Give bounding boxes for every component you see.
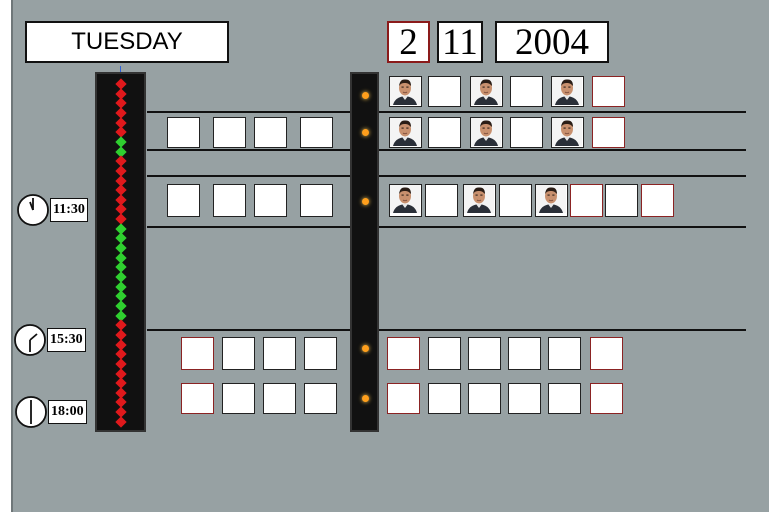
event-indicator xyxy=(362,129,369,136)
time-marker-1800[interactable]: 18:00 xyxy=(14,395,87,429)
schedule-slot[interactable] xyxy=(222,383,255,414)
schedule-slot[interactable] xyxy=(167,184,200,217)
person-photo-slot[interactable] xyxy=(470,76,503,107)
schedule-slot[interactable] xyxy=(468,337,501,370)
event-indicator xyxy=(362,395,369,402)
schedule-slot[interactable] xyxy=(213,117,246,148)
schedule-slot[interactable] xyxy=(263,383,296,414)
schedule-slot[interactable] xyxy=(254,184,287,217)
time-label: 18:00 xyxy=(48,400,87,424)
schedule-slot[interactable] xyxy=(428,337,461,370)
date-month-field[interactable]: 11 xyxy=(437,21,483,63)
row-line xyxy=(147,175,746,177)
time-marker-1530[interactable]: 15:30 xyxy=(13,323,86,357)
schedule-slot-highlighted[interactable] xyxy=(181,383,214,414)
person-photo-slot[interactable] xyxy=(389,117,422,148)
person-photo-slot[interactable] xyxy=(463,184,496,217)
date-year-field[interactable]: 2004 xyxy=(495,21,609,63)
schedule-slot[interactable] xyxy=(428,117,461,148)
schedule-slot[interactable] xyxy=(263,337,296,370)
person-photo-icon xyxy=(390,118,420,146)
clock-icon xyxy=(16,193,50,227)
schedule-slot[interactable] xyxy=(300,117,333,148)
person-photo-icon xyxy=(471,118,501,146)
person-photo-slot[interactable] xyxy=(551,117,584,148)
schedule-slot[interactable] xyxy=(548,383,581,414)
time-label: 11:30 xyxy=(50,198,88,222)
schedule-slot[interactable] xyxy=(254,117,287,148)
schedule-slot-highlighted[interactable] xyxy=(387,337,420,370)
person-photo-icon xyxy=(552,77,582,105)
schedule-slot[interactable] xyxy=(304,383,337,414)
schedule-slot-highlighted[interactable] xyxy=(590,383,623,414)
person-photo-slot[interactable] xyxy=(389,76,422,107)
schedule-slot[interactable] xyxy=(222,337,255,370)
person-photo-slot[interactable] xyxy=(470,117,503,148)
row-line xyxy=(147,329,746,331)
schedule-slot[interactable] xyxy=(213,184,246,217)
schedule-slot[interactable] xyxy=(468,383,501,414)
schedule-slot-highlighted[interactable] xyxy=(590,337,623,370)
person-photo-icon xyxy=(471,77,501,105)
schedule-slot[interactable] xyxy=(605,184,638,217)
schedule-slot[interactable] xyxy=(508,337,541,370)
person-photo-slot[interactable] xyxy=(551,76,584,107)
timeline-strip[interactable] xyxy=(95,72,146,432)
time-marker-1130[interactable]: 11:30 xyxy=(16,193,88,227)
date-day-field[interactable]: 2 xyxy=(387,21,430,63)
schedule-slot-highlighted[interactable] xyxy=(592,117,625,148)
event-indicator xyxy=(362,198,369,205)
schedule-slot[interactable] xyxy=(300,184,333,217)
schedule-slot[interactable] xyxy=(548,337,581,370)
row-line xyxy=(147,226,746,228)
row-line xyxy=(147,111,746,113)
clock-icon xyxy=(14,395,48,429)
person-photo-icon xyxy=(464,185,494,213)
schedule-slot[interactable] xyxy=(304,337,337,370)
event-strip[interactable] xyxy=(350,72,379,432)
schedule-slot-highlighted[interactable] xyxy=(592,76,625,107)
person-photo-slot[interactable] xyxy=(389,184,422,217)
clock-icon xyxy=(13,323,47,357)
person-photo-icon xyxy=(390,77,420,105)
schedule-slot-highlighted[interactable] xyxy=(181,337,214,370)
schedule-slot[interactable] xyxy=(510,76,543,107)
schedule-slot[interactable] xyxy=(428,383,461,414)
schedule-slot-highlighted[interactable] xyxy=(641,184,674,217)
schedule-slot[interactable] xyxy=(508,383,541,414)
schedule-slot[interactable] xyxy=(425,184,458,217)
day-label[interactable]: TUESDAY xyxy=(25,21,229,63)
schedule-slot[interactable] xyxy=(510,117,543,148)
schedule-slot-highlighted[interactable] xyxy=(387,383,420,414)
time-label: 15:30 xyxy=(47,328,86,352)
person-photo-icon xyxy=(536,185,566,213)
person-photo-icon xyxy=(390,185,420,213)
person-photo-icon xyxy=(552,118,582,146)
schedule-slot[interactable] xyxy=(428,76,461,107)
row-line xyxy=(147,149,746,151)
person-photo-slot[interactable] xyxy=(535,184,568,217)
schedule-slot[interactable] xyxy=(499,184,532,217)
event-indicator xyxy=(362,345,369,352)
event-indicator xyxy=(362,92,369,99)
schedule-slot-highlighted[interactable] xyxy=(570,184,603,217)
schedule-slot[interactable] xyxy=(167,117,200,148)
timeline-led-red xyxy=(115,416,126,427)
